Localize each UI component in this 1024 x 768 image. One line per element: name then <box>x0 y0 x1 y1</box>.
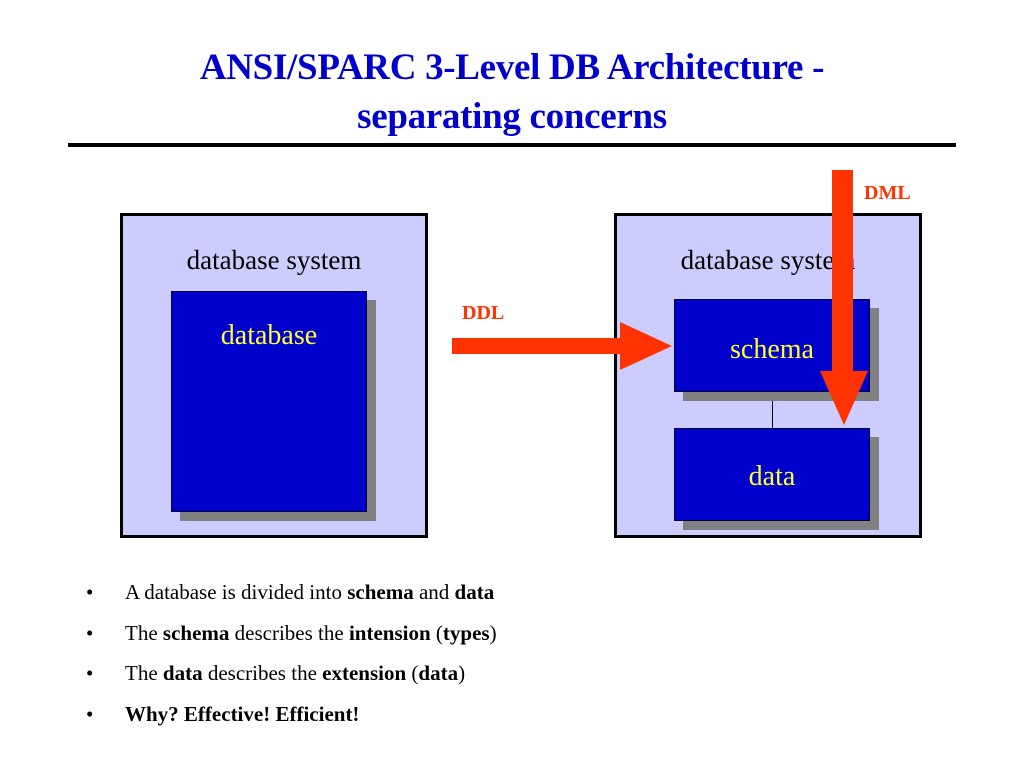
bullet-text: ( <box>406 661 419 686</box>
slide-title-line-1: ANSI/SPARC 3-Level DB Architecture - <box>199 47 825 88</box>
left-system-label: database system <box>186 245 362 275</box>
bullet-dot-icon: • <box>86 702 94 727</box>
bullet-text: describes the <box>229 620 349 645</box>
bullet-item: • A database is divided into schema and d… <box>86 575 497 616</box>
bullet-text: describes the <box>202 661 323 686</box>
title-divider <box>68 143 956 147</box>
bullet-text-bold: schema <box>162 620 230 645</box>
bullet-text-bold: data <box>454 580 495 604</box>
ddl-arrow-shaft <box>452 338 622 354</box>
bullet-item: •The data describes the extension (data) <box>86 656 497 697</box>
bullet-text: ) <box>489 620 497 645</box>
bullet-dot-icon: • <box>86 661 94 686</box>
bullet-text: and <box>413 580 455 604</box>
bullet-item: • The schema describes the intension (typ… <box>86 616 497 657</box>
bullet-text-bold: extension <box>322 661 407 686</box>
right-system-label: database system <box>680 245 856 275</box>
bullet-dot-icon: • <box>86 620 94 645</box>
bullet-dot-icon: • <box>86 580 94 604</box>
schema-box-label: schema <box>730 334 814 365</box>
bullet-text-bold: schema <box>347 580 414 604</box>
bullet-text-bold: intension <box>348 620 431 645</box>
bullet-text: ( <box>430 620 443 645</box>
database-box-label: database <box>220 320 318 351</box>
schema-box: schema <box>674 299 870 392</box>
database-box: database <box>171 291 367 512</box>
bullet-text: The <box>125 620 163 645</box>
data-box-label: data <box>748 461 796 492</box>
data-box: data <box>674 428 870 521</box>
schema-data-connector <box>772 401 773 428</box>
bullet-item: • Why? Effective! Efficient! <box>86 697 497 738</box>
bullet-text-bold: data <box>418 661 459 686</box>
bullet-text: A database is divided into <box>125 580 348 604</box>
bullet-text: ) <box>458 661 466 686</box>
bullet-list: • A database is divided into schema and d… <box>86 575 497 738</box>
ddl-label: DDL <box>462 302 505 324</box>
bullet-text: The <box>125 661 163 686</box>
bullet-text-bold: Why? Effective! Efficient! <box>125 702 360 727</box>
slide-title-line-2: separating concerns <box>357 96 667 137</box>
bullet-text-bold: types <box>442 620 490 645</box>
bullet-text-bold: data <box>162 661 203 686</box>
dml-label: DML <box>864 182 911 204</box>
